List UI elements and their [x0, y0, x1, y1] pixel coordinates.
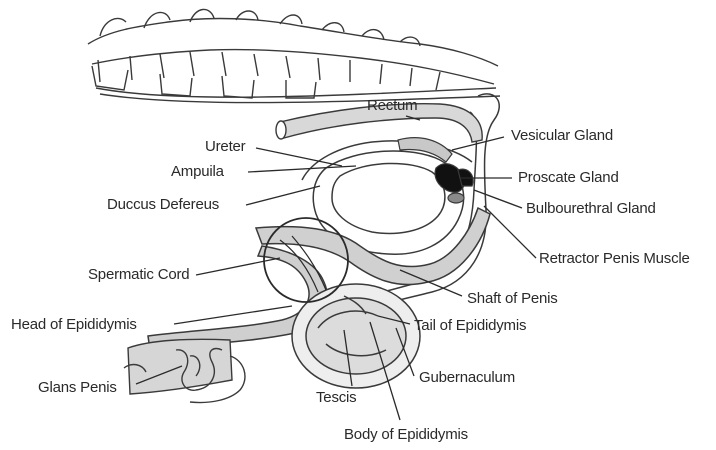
label-body-of-epididymis: Body of Epididymis: [344, 427, 468, 442]
leader-duccus-defereus: [246, 186, 320, 205]
label-tescis: Tescis: [316, 390, 356, 405]
vertebral-column: [88, 9, 500, 102]
label-spermatic-cord: Spermatic Cord: [88, 267, 189, 282]
label-vesicular-gland: Vesicular Gland: [511, 128, 613, 143]
label-head-of-epididymis: Head of Epididymis: [11, 317, 137, 332]
label-ureter: Ureter: [205, 139, 245, 154]
label-glans-penis: Glans Penis: [38, 380, 117, 395]
label-bulbourethral-gland: Bulbourethral Gland: [526, 201, 656, 216]
glans-prepuce: [124, 339, 245, 402]
label-ampuila: Ampuila: [171, 164, 224, 179]
leader-ureter: [256, 148, 342, 166]
leader-spermatic-cord: [196, 258, 280, 275]
label-retractor-penis-muscle: Retractor Penis Muscle: [539, 251, 690, 266]
label-proscate-gland: Proscate Gland: [518, 170, 619, 185]
label-shaft-of-penis: Shaft of Penis: [467, 291, 558, 306]
leader-bulbourethral-gland: [474, 190, 522, 208]
label-tail-of-epididymis: Tail of Epididymis: [414, 318, 526, 333]
label-rectum: Rectum: [367, 98, 417, 113]
leader-ampuila: [248, 166, 356, 172]
label-gubernaculum: Gubernaculum: [419, 370, 515, 385]
label-duccus-defereus: Duccus Defereus: [107, 197, 219, 212]
testis-region: [292, 284, 420, 388]
